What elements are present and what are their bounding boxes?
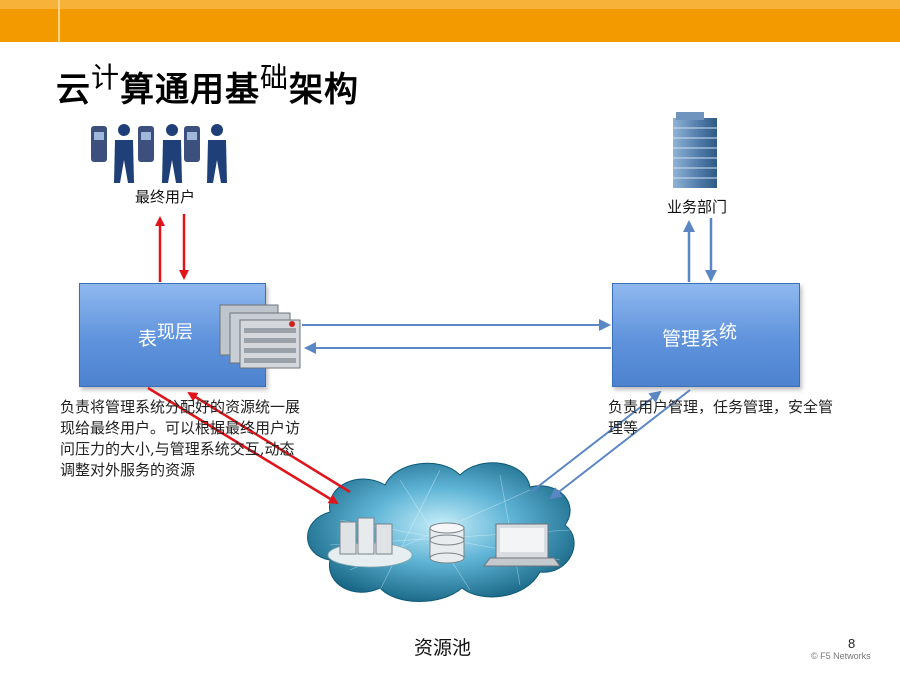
arrow-presentation-to-pool bbox=[147, 386, 339, 505]
top-banner-highlight bbox=[0, 0, 900, 9]
title-text-1: 云 bbox=[56, 70, 91, 110]
laptop-icon bbox=[483, 523, 561, 567]
presentation-layer-label: 表现层 bbox=[138, 322, 194, 350]
top-banner bbox=[0, 0, 900, 42]
top-banner-divider bbox=[58, 0, 60, 42]
resource-pool-label: 资源池 bbox=[414, 637, 472, 659]
management-system-box: 管理系统 bbox=[612, 283, 800, 387]
database-icon bbox=[429, 522, 465, 564]
cloud-resources-icon bbox=[307, 462, 575, 602]
title-text-5: 架构 bbox=[289, 70, 360, 110]
end-users-label: 最终用户 bbox=[135, 188, 196, 206]
users-and-phones-icon bbox=[91, 124, 227, 183]
title-text-4: 础 bbox=[260, 61, 290, 94]
footer-copyright: © F5 Networks bbox=[811, 651, 871, 661]
management-system-label: 管理系统 bbox=[662, 322, 738, 350]
server-appliance-icon bbox=[219, 304, 301, 369]
presentation-layer-description: 负责将管理系统分配好的资源统一展现给最终用户。可以根据最终用户访问压力的大小,与… bbox=[60, 398, 301, 479]
page-title: 云计算通用基础架构 bbox=[56, 61, 360, 111]
page-number: 8 bbox=[848, 636, 856, 651]
business-dept-label: 业务部门 bbox=[667, 198, 728, 216]
arrow-management-to-pool bbox=[549, 389, 691, 500]
arrow-pool-to-management bbox=[530, 390, 662, 493]
arrow-pool-to-presentation bbox=[187, 391, 351, 494]
title-text-2: 计 bbox=[91, 61, 121, 94]
office-building-icon bbox=[673, 112, 717, 188]
management-system-description: 负责用户管理，任务管理，安全管理等 bbox=[608, 398, 834, 437]
title-text-3: 算通用基 bbox=[120, 70, 261, 110]
